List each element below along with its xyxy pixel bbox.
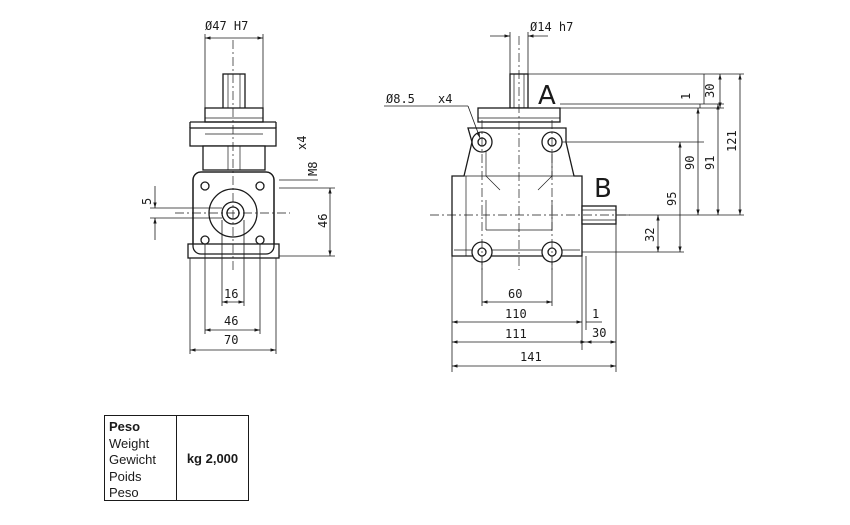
dim-hole-count: x4 [438, 92, 452, 106]
dim-height-90: 90 [683, 156, 697, 170]
dim-base-outer: 70 [224, 333, 238, 347]
dim-top-1: 1 [679, 93, 693, 100]
dim-thread: M8 [306, 162, 320, 176]
weight-labels: Peso Weight Gewicht Poids Peso [105, 416, 177, 500]
dim-front-60: 60 [508, 287, 522, 301]
dim-bore-diameter: Ø47 H7 [205, 19, 248, 33]
dim-base-inner: 16 [224, 287, 238, 301]
side-bolt-hole [200, 181, 210, 191]
weight-label-it: Peso [109, 419, 141, 434]
dim-thread-count: x4 [295, 136, 309, 150]
dim-height-121: 121 [725, 130, 739, 152]
dim-front-110: 110 [505, 307, 527, 321]
dim-front-1: 1 [592, 307, 599, 321]
weight-label-de: Gewicht [109, 452, 156, 468]
weight-label-es: Peso [109, 485, 139, 501]
front-body [451, 127, 583, 257]
dim-hole-diameter: Ø8.5 [386, 92, 415, 106]
weight-table: Peso Weight Gewicht Poids Peso kg 2,000 [104, 415, 249, 501]
label-shaft-a: A [538, 81, 556, 111]
dim-keyway: 5 [140, 198, 154, 205]
dim-front-141: 141 [520, 350, 542, 364]
side-shaft [222, 73, 246, 111]
side-bolt-hole [255, 181, 265, 191]
side-base [187, 243, 280, 259]
dim-front-30: 30 [592, 326, 606, 340]
front-view: Ø14 h7 Ø8.5 x4 A B 1 30 90 91 121 95 [384, 20, 744, 372]
label-shaft-b: B [594, 174, 612, 204]
dim-base-mid: 46 [224, 314, 238, 328]
side-neck [202, 145, 266, 171]
weight-value: kg 2,000 [186, 450, 239, 466]
weight-label-fr: Poids [109, 468, 142, 484]
side-bolt-hole [200, 235, 210, 245]
dim-height-32: 32 [643, 228, 657, 242]
dim-front-111: 111 [505, 327, 527, 341]
side-bolt-hole [255, 235, 265, 245]
dim-height-91: 91 [703, 156, 717, 170]
dim-top-30: 30 [703, 84, 717, 98]
weight-label-en: Weight [109, 435, 150, 451]
side-top-flange [204, 107, 264, 123]
dim-height-95: 95 [665, 192, 679, 206]
dim-side-height: 46 [316, 214, 330, 228]
side-view: Ø47 H7 M8 x4 46 5 16 46 70 [140, 19, 335, 354]
dim-shaft-diameter: Ø14 h7 [530, 20, 573, 34]
